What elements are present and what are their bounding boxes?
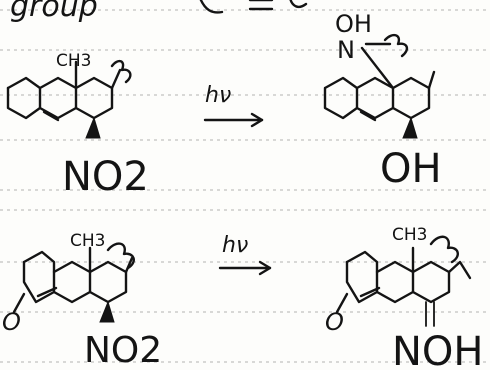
product2-methyl: CH3 xyxy=(392,225,427,245)
r2-ring-middle xyxy=(52,260,92,304)
p1-ring-a xyxy=(323,76,359,120)
ring-a-top xyxy=(6,76,42,90)
arrow2-head xyxy=(258,260,272,276)
reaction2-product: O CH3 NOH xyxy=(325,225,483,370)
p1-oxime-n: N xyxy=(337,36,355,64)
reaction1-condition: hν xyxy=(205,83,231,108)
wedge-bond xyxy=(85,116,101,139)
p2-squiggle xyxy=(429,235,459,264)
ruled-lines xyxy=(0,9,490,363)
double-bond xyxy=(42,110,60,122)
reactant2-methyl: CH3 xyxy=(70,231,105,251)
p2-ketone-bond xyxy=(335,292,349,314)
p2-side-chain xyxy=(447,260,472,280)
p1-ring-right xyxy=(391,76,431,120)
reaction2-condition: hν xyxy=(222,233,248,258)
p1-double-bond xyxy=(359,110,377,122)
p2-ring-right xyxy=(411,260,451,304)
reactant1-methyl: CH3 xyxy=(56,51,91,71)
p1-oxime-bond xyxy=(360,46,395,90)
r2-squiggle xyxy=(106,242,135,270)
r2-double-bond xyxy=(36,286,58,298)
p1-oxime-oh: OH xyxy=(335,10,372,38)
reactant1-no2: NO2 xyxy=(62,154,149,200)
p2-ring-middle xyxy=(375,260,415,304)
reaction1-reactant: CH3 NO2 xyxy=(6,51,149,200)
r2-ring-right xyxy=(88,260,128,304)
p2-ketone-o: O xyxy=(325,308,344,336)
p1-side-bond xyxy=(427,70,436,90)
heading-scribble xyxy=(199,0,308,14)
reaction1-product: N OH OH xyxy=(323,10,442,192)
p1-wedge xyxy=(402,116,418,139)
ring-right xyxy=(74,76,114,120)
r2-ring-a xyxy=(22,250,56,304)
p2-double-bond xyxy=(359,286,381,298)
reaction1-arrow: hν xyxy=(203,83,264,128)
r2-ketone-bond xyxy=(12,292,26,314)
squiggle-bond xyxy=(110,59,132,90)
reaction2-arrow: hν xyxy=(218,233,272,276)
product1-oh: OH xyxy=(380,146,442,192)
r2-wedge xyxy=(99,300,115,323)
p1-squiggle xyxy=(383,33,409,58)
product2-noh: NOH xyxy=(392,329,483,370)
reaction2-reactant: O CH3 NO2 xyxy=(2,231,162,370)
ring-a xyxy=(6,86,42,120)
r2-ketone-o: O xyxy=(2,308,21,336)
p2-ring-a xyxy=(345,250,379,304)
heading-text: group xyxy=(10,0,98,24)
r2-side-bond xyxy=(124,256,134,274)
arrow-head xyxy=(250,112,264,128)
reactant2-no2: NO2 xyxy=(84,330,162,370)
